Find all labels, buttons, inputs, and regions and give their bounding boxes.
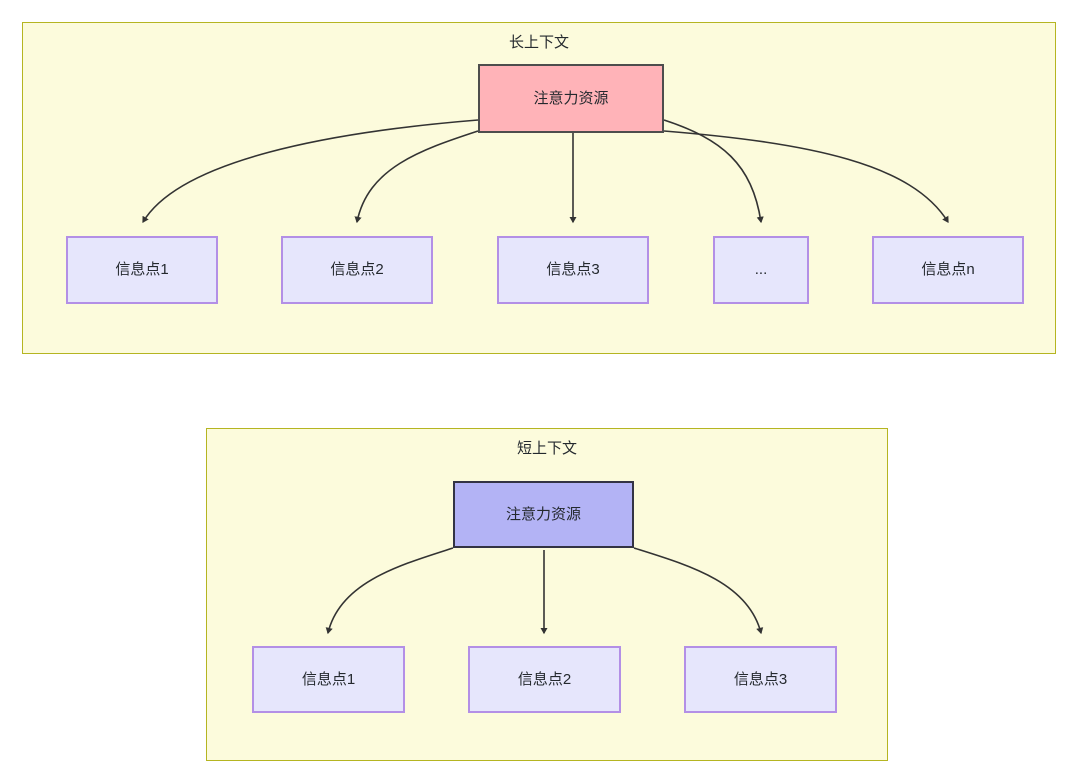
node-info-short-3-label: 信息点3 bbox=[733, 670, 788, 688]
node-info-long-1[interactable]: 信息点1 bbox=[66, 236, 218, 304]
node-attention-long-context[interactable]: 注意力资源 bbox=[478, 64, 664, 133]
node-info-long-2-label: 信息点2 bbox=[330, 261, 384, 278]
node-info-long-ellipsis[interactable]: ... bbox=[713, 236, 809, 304]
node-info-short-2-label: 信息点2 bbox=[517, 670, 572, 688]
node-info-long-3-label: 信息点3 bbox=[546, 261, 600, 278]
node-info-long-n[interactable]: 信息点n bbox=[872, 236, 1024, 304]
node-info-long-ellipsis-label: ... bbox=[754, 261, 768, 278]
node-info-short-3[interactable]: 信息点3 bbox=[684, 646, 837, 713]
node-info-short-1-label: 信息点1 bbox=[301, 670, 356, 688]
node-attention-short-context-label: 注意力资源 bbox=[505, 505, 581, 523]
node-info-long-n-label: 信息点n bbox=[921, 261, 975, 278]
node-info-long-3[interactable]: 信息点3 bbox=[497, 236, 649, 304]
node-attention-short-context[interactable]: 注意力资源 bbox=[453, 481, 634, 548]
node-info-short-2[interactable]: 信息点2 bbox=[468, 646, 621, 713]
group-long-context-title: 长上下文 bbox=[508, 34, 569, 51]
node-info-long-1-label: 信息点1 bbox=[115, 261, 169, 278]
group-short-context-title: 短上下文 bbox=[516, 440, 577, 457]
node-info-long-2[interactable]: 信息点2 bbox=[281, 236, 433, 304]
node-attention-long-context-label: 注意力资源 bbox=[533, 89, 609, 107]
node-info-short-1[interactable]: 信息点1 bbox=[252, 646, 405, 713]
